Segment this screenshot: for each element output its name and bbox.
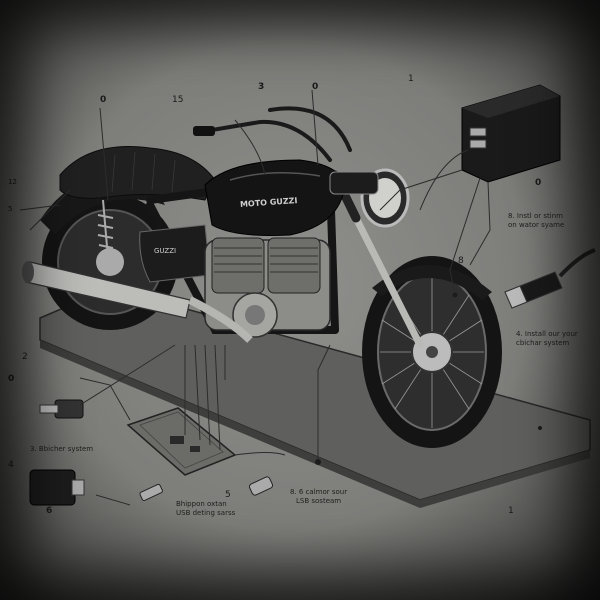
- label-line: Bhippon oxtan: [176, 500, 227, 508]
- label-line: cbichar system: [516, 339, 570, 347]
- label-left-mid: 3. Bbicher system: [30, 445, 94, 453]
- callout-number: 0: [8, 374, 15, 384]
- label-right-lower: 4. Install our your cbichar system: [516, 330, 578, 348]
- side-badge: GUZZI: [154, 247, 177, 255]
- label-right-upper: 8. Instl or stinm on wator syame: [508, 212, 564, 230]
- circuit-board: [126, 407, 237, 476]
- label-line: on wator syame: [508, 221, 565, 229]
- usb-module-box: [461, 84, 561, 183]
- handlebar: [198, 106, 352, 162]
- callout-number: 1: [508, 506, 514, 516]
- callout-number: 3: [258, 82, 265, 92]
- label-line: 8. 6 calmor sour: [290, 488, 348, 496]
- label-line: 4. Install our your: [516, 330, 578, 338]
- callout-number: 15: [172, 95, 184, 105]
- side-cover: [139, 224, 211, 283]
- power-connector: [29, 469, 85, 506]
- label-line: 8. Instl or stinm: [508, 212, 563, 220]
- callout-number: 5: [225, 490, 231, 500]
- toggle-switch: [39, 399, 84, 419]
- front-fork: [348, 206, 424, 349]
- front-fender: [372, 264, 492, 300]
- label-bottom-right: 8. 6 calmor sour LSB sosteam: [290, 488, 347, 506]
- label-bottom-center: Bhippon oxtan USB deting sarss: [176, 500, 235, 518]
- callout-number: 0: [312, 82, 319, 92]
- callout-number: 2: [22, 352, 28, 362]
- callout-number: 12: [8, 178, 17, 186]
- callout-number: 0: [535, 178, 542, 188]
- callout-number: 4: [8, 460, 14, 470]
- callout-number: 0: [100, 95, 107, 105]
- engine: [204, 237, 331, 338]
- callout-number: 8: [458, 256, 464, 266]
- callout-number: 1: [408, 74, 414, 84]
- callout-markers: [315, 292, 542, 465]
- exhaust-pipe: [22, 261, 253, 343]
- small-fuse: [139, 476, 274, 502]
- usb-cable: [504, 248, 596, 309]
- wiring: [19, 89, 491, 506]
- rear-shock: [97, 199, 114, 259]
- label-line: LSB sosteam: [296, 497, 342, 505]
- label-line: USB deting sarss: [176, 509, 236, 517]
- callout-number: 6: [46, 506, 53, 516]
- callout-number: 5: [8, 205, 13, 213]
